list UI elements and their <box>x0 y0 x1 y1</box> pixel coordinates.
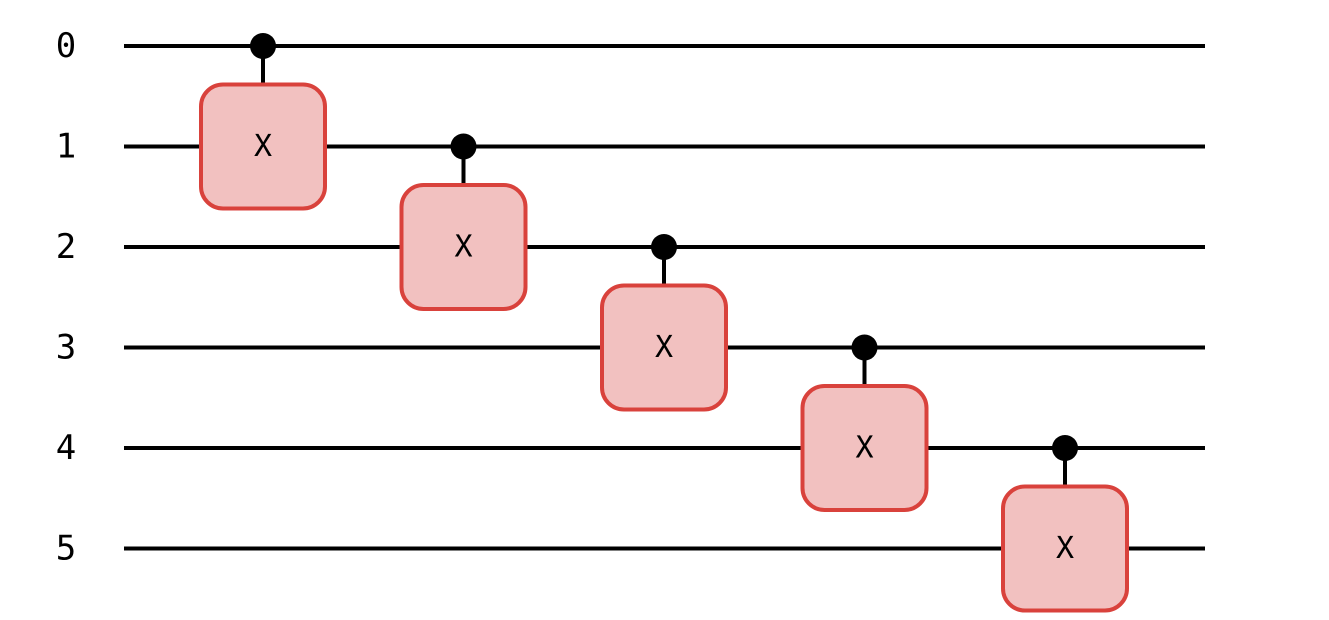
controlled-x-gate-4: X <box>1001 435 1129 613</box>
qubit-label-3: 3 <box>56 328 76 368</box>
gate-label: X <box>655 330 673 365</box>
qubit-label-4: 4 <box>56 428 76 468</box>
x-gate-box <box>199 82 327 211</box>
qubit-label-2: 2 <box>56 227 76 267</box>
control-dot <box>851 334 878 361</box>
controlled-x-gate-3: X <box>800 334 929 512</box>
control-dot <box>450 133 477 160</box>
gate-label: X <box>1056 531 1074 566</box>
control-dot <box>651 234 677 260</box>
gate-label: X <box>855 431 873 466</box>
control-dot <box>250 33 276 59</box>
controlled-x-gate-2: X <box>600 234 728 412</box>
x-gate-box <box>600 283 728 412</box>
control-dot <box>1052 435 1078 461</box>
x-gate-box <box>399 183 528 311</box>
gate-label: X <box>454 230 472 265</box>
gate-label: X <box>254 129 272 164</box>
qubit-labels: 0 1 2 3 4 5 <box>56 26 76 569</box>
qubit-label-1: 1 <box>56 127 76 167</box>
qubit-label-5: 5 <box>56 529 76 569</box>
x-gate-box <box>800 384 929 512</box>
x-gate-box <box>1001 484 1129 613</box>
controlled-x-gate-0: X <box>199 33 327 211</box>
qubit-label-0: 0 <box>56 26 76 66</box>
controlled-x-gate-1: X <box>399 133 528 311</box>
gates: X X X X X <box>199 33 1129 613</box>
